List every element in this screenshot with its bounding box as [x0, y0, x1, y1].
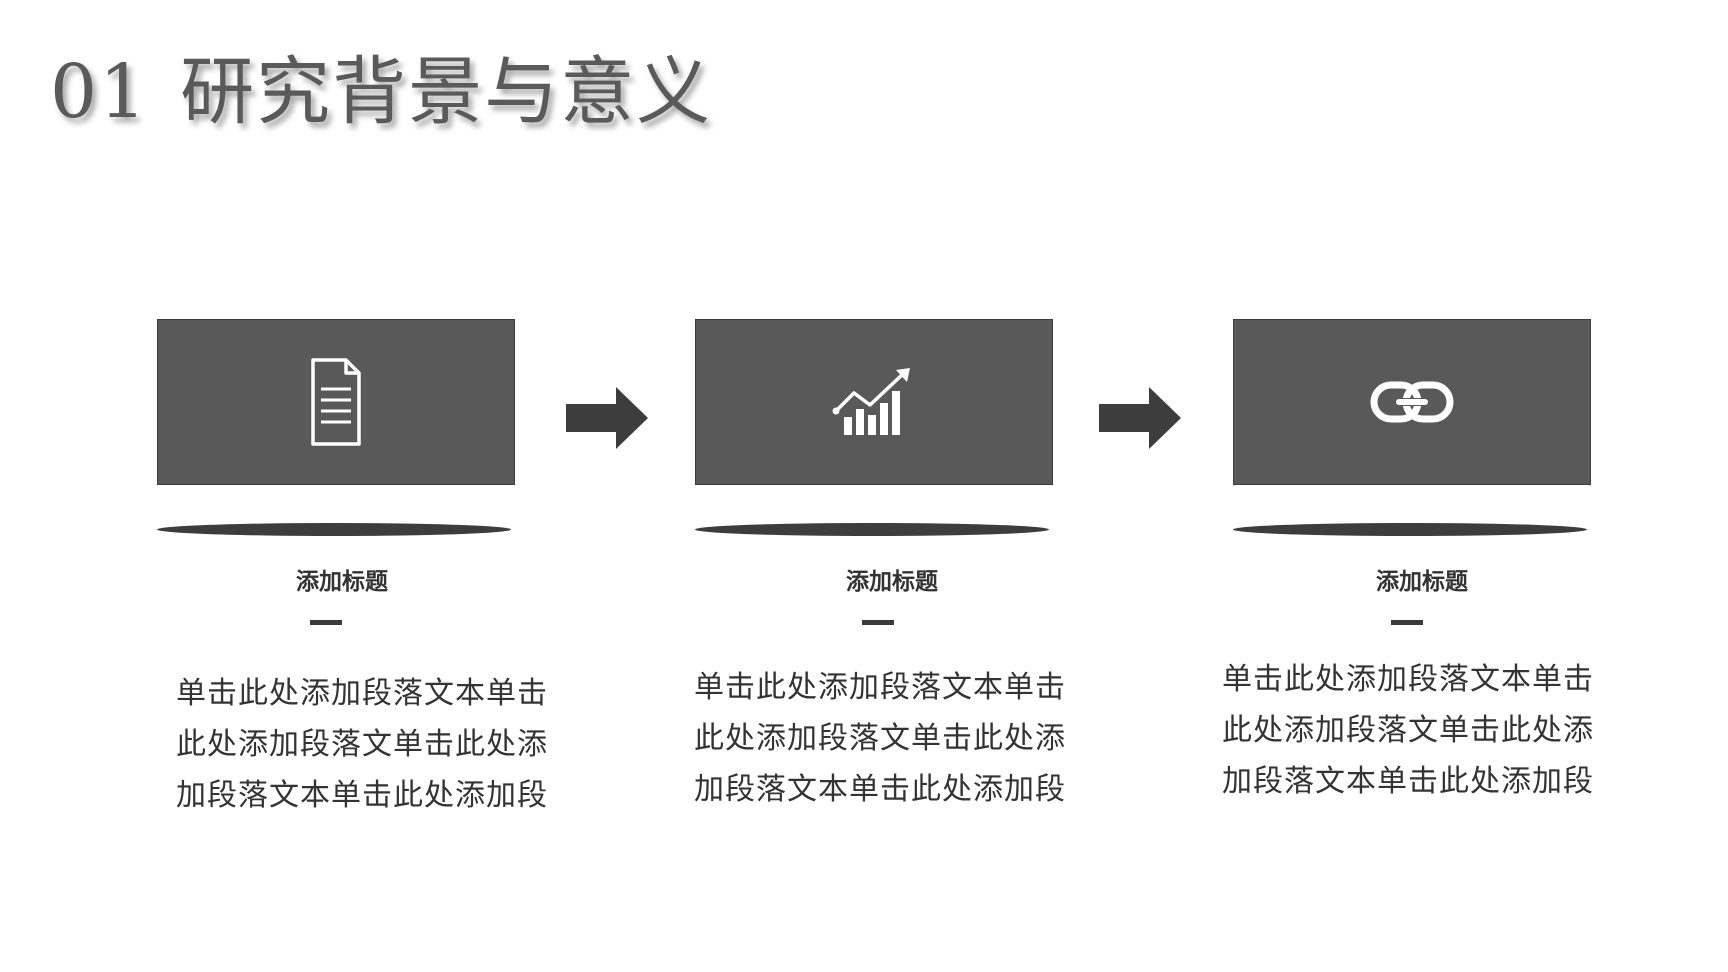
section-number: 01 — [50, 49, 149, 135]
column-3-title: 添加标题 — [1376, 568, 1468, 595]
arrow-right-icon — [1099, 387, 1181, 449]
arrow-right-icon — [566, 387, 648, 449]
column-2-line-3: 加段落文本单击此处添加段 — [694, 772, 1066, 807]
column-1-body: 单击此处添加段落文本单击 此处添加段落文单击此处添 加段落文本单击此处添加段 — [176, 668, 576, 821]
column-1-line-3: 加段落文本单击此处添加段 — [176, 778, 548, 813]
column-3-line-1: 单击此处添加段落文本单击 — [1222, 662, 1594, 697]
column-1-title: 添加标题 — [296, 568, 388, 595]
page-title: 01 研究背景与意义 — [50, 44, 712, 140]
column-2-line-2: 此处添加段落文单击此处添 — [694, 721, 1066, 756]
column-3-line-2: 此处添加段落文单击此处添 — [1222, 713, 1594, 748]
column-1-line-1: 单击此处添加段落文本单击 — [176, 676, 548, 711]
card-3 — [1233, 319, 1591, 485]
column-1-line-2: 此处添加段落文单击此处添 — [176, 727, 548, 762]
column-3-body: 单击此处添加段落文本单击 此处添加段落文单击此处添 加段落文本单击此处添加段 — [1222, 654, 1622, 807]
link-icon — [1370, 381, 1454, 423]
column-3-line-3: 加段落文本单击此处添加段 — [1222, 764, 1594, 799]
card-1 — [157, 319, 515, 485]
section-title: 研究背景与意义 — [180, 49, 713, 135]
column-3-divider — [1391, 620, 1423, 625]
column-2-divider — [862, 620, 894, 625]
card-3-shadow — [1233, 523, 1587, 536]
document-icon — [311, 358, 361, 446]
column-2-body: 单击此处添加段落文本单击 此处添加段落文单击此处添 加段落文本单击此处添加段 — [694, 662, 1094, 815]
column-1-divider — [310, 620, 342, 625]
card-1-shadow — [157, 523, 511, 536]
column-2-title: 添加标题 — [846, 568, 938, 595]
card-2-shadow — [695, 523, 1049, 536]
growth-chart-icon — [832, 368, 910, 435]
column-2-line-1: 单击此处添加段落文本单击 — [694, 670, 1066, 705]
card-2 — [695, 319, 1053, 485]
